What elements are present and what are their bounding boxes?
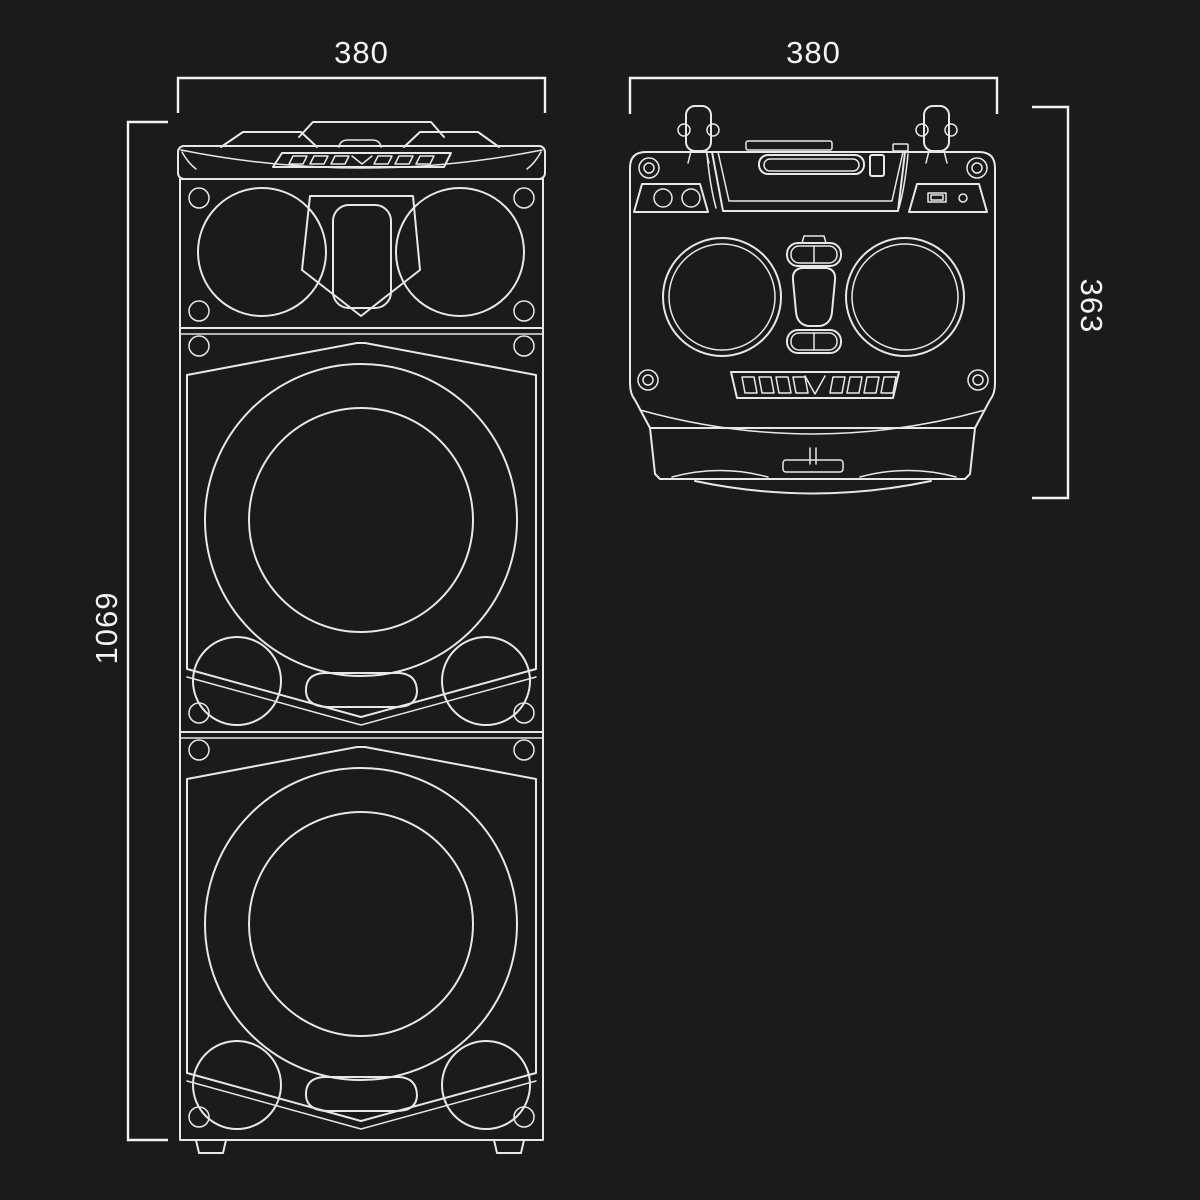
rear-width-dimension-label: 380 (786, 35, 841, 70)
dimension-bracket-front-height (126, 120, 168, 1142)
bass-port-left (192, 636, 282, 726)
section-dividers (179, 327, 544, 739)
top-control-cap (177, 145, 546, 180)
handle-hinge (869, 154, 885, 177)
usb-panel (908, 183, 988, 213)
vent-row (730, 371, 900, 399)
aux-jack-icon (958, 193, 968, 203)
dimension-lines (126, 76, 1070, 1142)
screw-icon (188, 300, 210, 322)
rear-view-drawing (629, 105, 996, 495)
handle-bar (758, 154, 865, 175)
control-buttons (288, 155, 435, 165)
front-view-drawing (177, 121, 546, 1154)
screw-icon (513, 300, 535, 322)
screw-icon (188, 739, 210, 761)
center-vent (304, 1076, 418, 1112)
woofer-cone (248, 811, 474, 1037)
right-tweeter (395, 187, 525, 317)
woofer-cone (248, 407, 474, 633)
handle-recess (706, 151, 909, 212)
cabinet-outline (179, 178, 544, 1141)
left-tweeter (197, 187, 327, 317)
feet (195, 1139, 525, 1154)
woofer-panel (186, 746, 537, 1122)
dimension-bracket-rear-depth (1032, 105, 1070, 500)
upper-woofer-section (186, 335, 537, 726)
woofer-surround (204, 767, 518, 1081)
screw-icon (513, 739, 535, 761)
rear-screws (637, 157, 989, 391)
bass-port-right (441, 1040, 531, 1130)
center-module (332, 204, 392, 309)
screw-icon (513, 187, 535, 209)
woofer-panel (186, 342, 537, 718)
driver-backs (662, 237, 965, 357)
dimension-bracket-front-width (176, 76, 547, 113)
button-row-outline (272, 152, 452, 168)
mic-jack-icon (681, 188, 701, 208)
top-edge-tabs (745, 140, 909, 152)
mic-input-panel (633, 183, 709, 213)
woofer-surround (204, 363, 518, 677)
center-module-shield (301, 195, 421, 317)
mic-holder-right (915, 105, 958, 164)
usb-port-icon (927, 192, 947, 203)
screw-icon (188, 335, 210, 357)
top-protrusions (220, 121, 500, 148)
dimension-bracket-rear-width (628, 76, 999, 114)
screw-icon (513, 335, 535, 357)
center-vent (304, 672, 418, 708)
lower-woofer-section (186, 739, 537, 1130)
bass-port-left (192, 1040, 282, 1130)
mic-jack-icon (653, 188, 673, 208)
tweeter-section (188, 187, 535, 322)
base-skirt (639, 409, 986, 495)
front-height-dimension-label: 1069 (89, 591, 124, 665)
center-cluster (786, 235, 842, 354)
front-width-dimension-label: 380 (334, 35, 389, 70)
bass-port-right (441, 636, 531, 726)
rear-depth-dimension-label: 363 (1074, 278, 1109, 334)
screw-icon (188, 187, 210, 209)
